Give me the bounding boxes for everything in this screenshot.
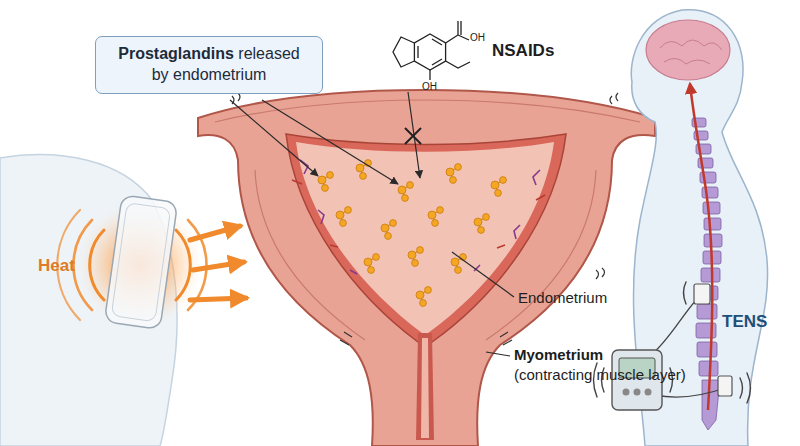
chem-group: OH xyxy=(422,81,437,92)
drug-label: NSAIDs xyxy=(492,41,554,61)
nsaid-structure xyxy=(393,21,470,178)
chem-group: OH xyxy=(470,32,485,43)
therapy-label: TENS xyxy=(722,312,767,332)
heat-pad xyxy=(104,195,177,330)
part-note: (contracting muscle layer) xyxy=(514,366,686,383)
callout-box: Prostaglandinsreleased by endometrium xyxy=(95,36,323,94)
part-label: Endometrium xyxy=(518,289,607,306)
part-label: Myometrium xyxy=(514,346,603,363)
therapy-label: Heat xyxy=(38,256,75,276)
tens-device xyxy=(594,282,751,410)
heat-arrows xyxy=(190,226,246,300)
leader-lines xyxy=(230,100,514,356)
uterus xyxy=(198,90,655,446)
contraction-marks xyxy=(232,93,618,345)
box-heading: Prostaglandins xyxy=(118,45,234,62)
body-silhouette xyxy=(0,155,177,446)
nerve-signal xyxy=(690,84,712,410)
prostaglandin-molecules xyxy=(318,160,506,307)
